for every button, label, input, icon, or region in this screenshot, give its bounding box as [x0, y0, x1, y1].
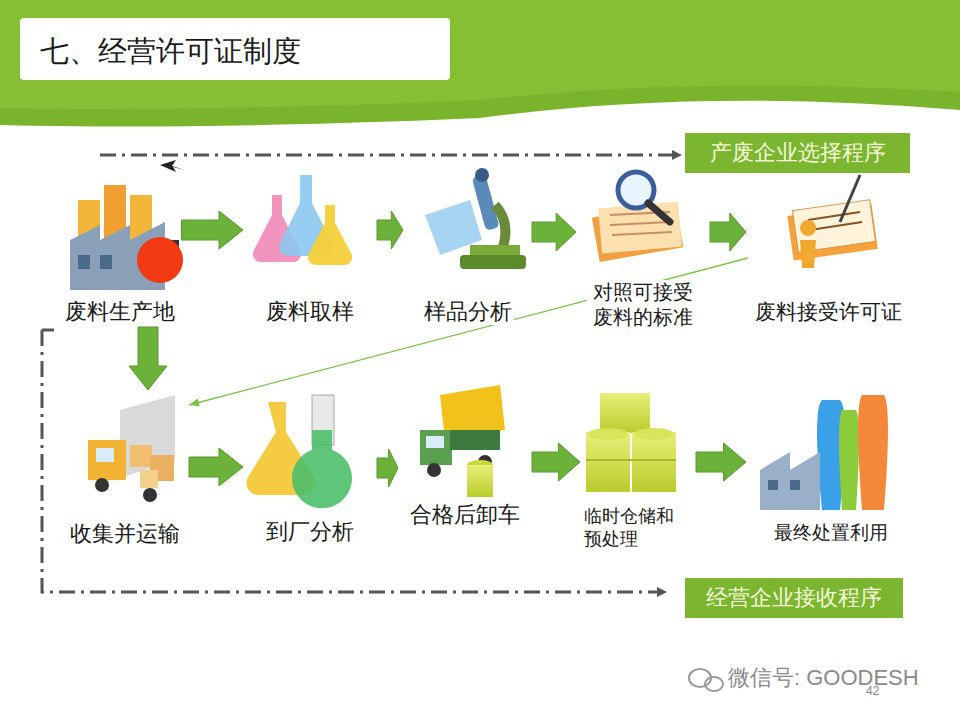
stage-label: 产废企业选择程序	[710, 138, 886, 168]
stage-label: 经营企业接收程序	[706, 583, 882, 613]
process-step: 临时仓储和 预处理	[582, 390, 694, 550]
step-label: 废料接受许可证	[753, 299, 904, 325]
step-label: 合格后卸车	[408, 501, 522, 529]
slide-title: 七、经营许可证制度	[40, 32, 301, 72]
process-step: 对照可接受 废料的标准	[578, 150, 708, 330]
step-label: 废料生产地	[63, 298, 177, 326]
step-label: 临时仓储和 预处理	[582, 505, 681, 550]
block-arrow	[189, 448, 243, 486]
step-label: 到厂分析	[264, 518, 356, 546]
block-arrow	[532, 213, 576, 251]
block-arrow	[377, 449, 398, 487]
process-step: 废料接受许可证	[748, 150, 908, 325]
stage-label-box: 产废企业选择程序	[685, 133, 910, 173]
watermark: 微信号: GOODESH	[728, 663, 919, 693]
page-number: 42	[866, 684, 879, 698]
thin-arrow	[189, 258, 748, 406]
block-arrow	[377, 211, 403, 249]
step-label: 收集并运输	[68, 520, 182, 548]
process-step: 废料生产地	[60, 150, 180, 325]
process-step: 合格后卸车	[400, 378, 530, 528]
step-label: 对照可接受 废料的标准	[587, 280, 699, 330]
block-arrow	[696, 443, 746, 481]
block-arrow	[532, 443, 580, 481]
block-arrow	[182, 211, 244, 249]
process-step: 废料取样	[245, 150, 375, 325]
process-step: 到厂分析	[245, 380, 375, 545]
step-label: 最终处置利用	[772, 521, 890, 545]
process-step: 收集并运输	[62, 392, 187, 547]
step-label: 废料取样	[264, 298, 356, 326]
step-label: 样品分析	[422, 298, 514, 326]
block-arrow	[129, 327, 167, 390]
block-arrow	[710, 213, 746, 251]
stage-label-box: 经营企业接收程序	[685, 578, 903, 618]
process-step: 最终处置利用	[748, 380, 913, 545]
process-step: 样品分析	[405, 150, 530, 325]
